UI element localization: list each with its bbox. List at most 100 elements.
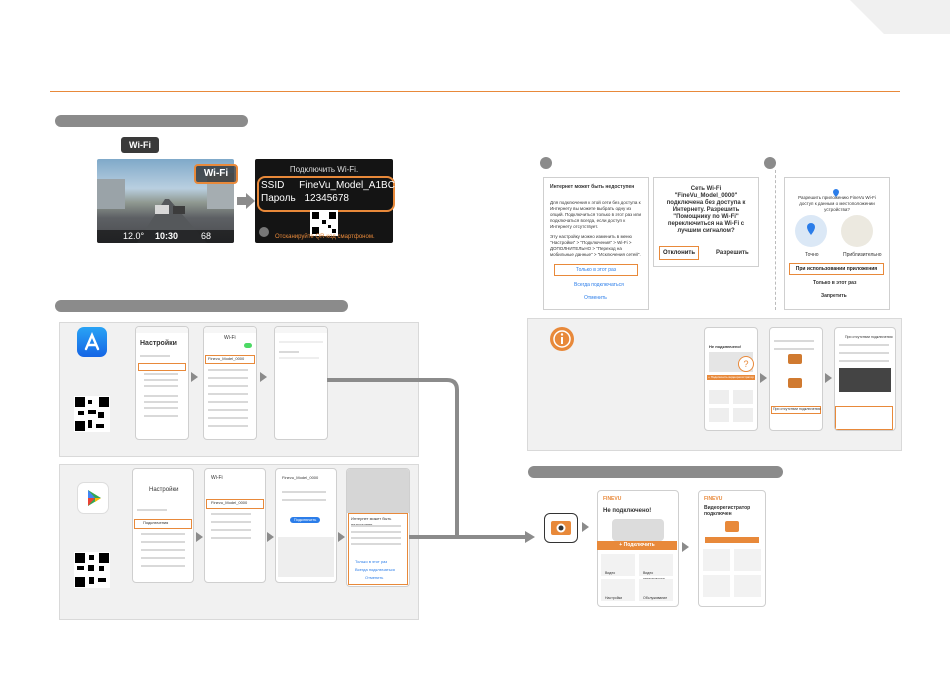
dialog-a-always-button[interactable]: Всегда подключаться [574, 282, 624, 288]
dialog-a-title: Интернет может быть недоступен [550, 184, 635, 190]
camera-icon [725, 521, 739, 532]
dialog-a-cancel-button[interactable]: Отменить [584, 295, 607, 301]
flow-connector [327, 378, 535, 543]
info-auto-screen: При отсутствии подключения [769, 327, 823, 431]
dialog-c-deny-button[interactable]: Запретить [821, 293, 847, 299]
wifi-key-label: Wi-Fi [129, 140, 151, 150]
wifi-credentials-panel: Подключить Wi-Fi. SSID FineVu_Model_A1BC… [255, 159, 408, 243]
dialog-a-body2: Эту настройку можно изменить в меню "Нас… [550, 234, 641, 257]
hud-count: 68 [201, 231, 212, 241]
arrow-icon [760, 373, 767, 383]
ios-wifi-screen: Wi-Fi Finevu_Model_0000 [203, 326, 257, 440]
arrow-icon [196, 532, 203, 542]
dialog-c: Разрешить приложению FineVu Wi-Fi доступ… [784, 177, 890, 310]
ios-settings-screen: Настройки [135, 326, 189, 440]
fv-camera-app-icon[interactable] [544, 513, 578, 543]
tile-video[interactable]: Видео [605, 571, 616, 575]
dashcam-hud: 12.0° 10:30 68 [97, 230, 234, 243]
ios-password-screen [274, 326, 328, 440]
android-always-button[interactable]: Всегда подключаться [355, 567, 395, 572]
info-app-screen: Не подключено! + Подключить видеорегистр… [704, 327, 758, 431]
app-connected-title: Видеорегистратор подключен [704, 505, 751, 517]
tile-settings[interactable]: Настройки [605, 596, 623, 600]
app-store-icon[interactable] [77, 327, 107, 357]
connections-highlight [134, 519, 192, 529]
network-highlight [206, 499, 264, 509]
android-network-name: Finevu_Model_0000 [211, 500, 248, 505]
dialog-a-keep-button[interactable]: Только в этот раз [554, 264, 638, 276]
android-keep-button[interactable]: Только в этот раз [355, 559, 388, 564]
android-connect-button[interactable]: Подключить [290, 517, 320, 523]
step2-heading-bar [55, 300, 348, 312]
dialog-b-body: Сеть Wi-Fi "FineVu_Model_0000" подключен… [666, 186, 746, 234]
arrow-icon [338, 532, 345, 542]
wifi-toggle[interactable] [244, 343, 252, 348]
wifi-button-label: Wi-Fi [203, 168, 229, 179]
back-icon[interactable] [259, 227, 269, 237]
step3-heading-bar [528, 466, 783, 478]
camera-image [612, 519, 664, 541]
info-manual-screen: При отсутствии подключения [834, 327, 896, 431]
dialog-c-once-button[interactable]: Только в этот раз [813, 280, 857, 286]
arrow-icon [582, 522, 589, 532]
android-cancel-button[interactable]: Отменить [365, 575, 384, 580]
info-manual-title: При отсутствии подключения [845, 335, 893, 339]
android-wifi-screen: Wi-Fi Finevu_Model_0000 [204, 468, 266, 583]
approx-label: Приблизительно [843, 252, 882, 258]
google-play-icon[interactable] [77, 482, 109, 514]
dashed-divider [775, 170, 777, 310]
ssid-label: SSID [261, 180, 285, 191]
app-not-connected: Не подключено! [603, 508, 652, 514]
android-dialog-screen: Интернет может быть недоступен Только в … [346, 468, 410, 587]
android-settings-screen: Настройки Подключения [132, 468, 194, 583]
info-connect-button[interactable]: + Подключить видеорегистратор [707, 375, 755, 380]
section-divider [50, 91, 900, 92]
app-tiles: Видео Видео регистратора Настройки Обслу… [601, 554, 673, 602]
wifi-button[interactable]: Wi-Fi [194, 164, 238, 184]
app-connected-screen: FINEVU Видеорегистратор подключен [698, 490, 766, 607]
approximate-map-icon[interactable] [841, 215, 873, 247]
connect-dashcam-button[interactable]: + Подключить видеорегистратор [597, 541, 677, 557]
arrow-icon [825, 373, 832, 383]
wifi-row-highlight [138, 363, 186, 371]
hud-time: 10:30 [155, 231, 179, 241]
ssid-value: FineVu_Model_A1BCD2 [299, 180, 408, 191]
android-wifi-title: Wi-Fi [211, 475, 223, 481]
dialog-c-title: Разрешить приложению FineVu Wi-Fi доступ… [798, 195, 876, 212]
arrow-icon [682, 542, 689, 552]
arrow-icon [267, 532, 274, 542]
dialog-b-allow-button[interactable]: Разрешить [716, 250, 749, 256]
tile-service[interactable]: Обслуживание [643, 596, 668, 600]
dialog-b-deny-button[interactable]: Отклонить [659, 246, 699, 260]
network-highlight [205, 355, 255, 364]
app-brand-2: FINEVU [704, 496, 723, 502]
info-icon [550, 327, 574, 351]
help-icon[interactable]: ? [738, 356, 754, 372]
android-password-network: Finevu_Model_0000 [282, 475, 319, 480]
password-row: Пароль 12345678 [261, 193, 349, 204]
keyboard[interactable] [278, 537, 334, 577]
credentials-header: Подключить Wi-Fi. [289, 165, 359, 174]
android-password-screen: Finevu_Model_0000 Подключить [275, 468, 337, 583]
option-b-marker [764, 157, 776, 169]
connected-banner [705, 537, 759, 543]
dialog-a: Интернет может быть недоступен Для подкл… [543, 177, 649, 310]
option-a-marker [540, 157, 552, 169]
arrow-icon [260, 372, 267, 382]
manual-highlight [835, 406, 893, 430]
precise-map-icon[interactable] [795, 215, 827, 247]
step1-heading-bar [55, 115, 248, 127]
android-dialog-title: Интернет может быть недоступен [351, 516, 392, 527]
location-icon [833, 184, 839, 197]
auto-connect-highlight [771, 406, 821, 414]
dialog-c-while-using-button[interactable]: При использовании приложения [789, 263, 884, 275]
hud-temp: 12.0° [123, 231, 145, 241]
ssid-row: SSID FineVu_Model_A1BCD2 [261, 180, 408, 191]
info-auto-label: При отсутствии подключения [773, 407, 821, 411]
arrow-icon [237, 193, 255, 209]
corner-tab [850, 0, 950, 34]
wifi-key-icon: Wi-Fi [121, 137, 159, 153]
password-value: 12345678 [304, 193, 349, 204]
dialog-a-body: Для подключения к этой сети без доступа … [550, 200, 642, 229]
android-connections-label: Подключения [143, 520, 169, 525]
